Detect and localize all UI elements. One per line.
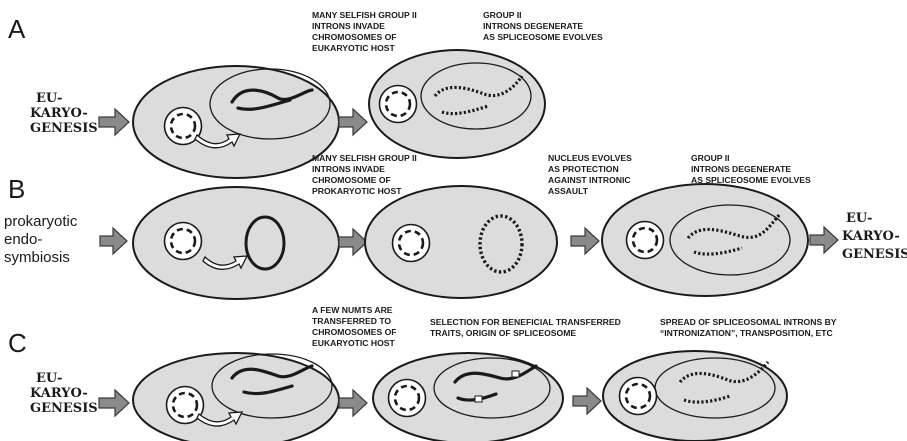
- mitochondrion: [620, 378, 657, 415]
- caption-b3: GROUP II INTRONS DEGENERATE AS SPLICEOSO…: [691, 153, 811, 185]
- panel-c: C EU- KARYO- GENESIS: [8, 305, 839, 441]
- caption-c2: SELECTION FOR BENEFICIAL TRANSFERRED TRA…: [430, 317, 623, 338]
- mitochondrion: [380, 86, 417, 123]
- flow-arrow: [810, 227, 838, 253]
- mitochondrion: [393, 225, 430, 262]
- flow-arrow: [99, 109, 129, 135]
- mitochondrion: [627, 222, 664, 259]
- panel-b-right-label: EU- KARYO- GENESIS: [842, 211, 907, 262]
- caption-b2: NUCLEUS EVOLVES AS PROTECTION AGAINST IN…: [548, 153, 634, 196]
- cell-a1: [133, 66, 339, 178]
- panel-a-left-label: EU- KARYO- GENESIS: [30, 91, 98, 136]
- mitochondrion: [389, 380, 426, 417]
- panel-a: A EU- KARYO- GENESIS MANY SELFISH GROUP …: [8, 10, 603, 178]
- cell-b3: [602, 184, 808, 296]
- panel-c-left-label: EU- KARYO- GENESIS: [30, 371, 98, 416]
- cell-b1: [133, 187, 339, 299]
- flow-arrow: [99, 390, 129, 416]
- caption-c1: A FEW NUMTS ARE TRANSFERRED TO CHROMOSOM…: [312, 305, 399, 348]
- panel-b-left-label: prokaryotic endo- symbiosis: [4, 213, 82, 266]
- caption-b1: MANY SELFISH GROUP II INTRONS INVADE CHR…: [312, 153, 419, 196]
- transferred-segment: [512, 371, 519, 377]
- cell-c2: [373, 353, 563, 441]
- flow-arrow: [339, 229, 367, 255]
- cell-b2: [365, 186, 557, 298]
- flow-arrow: [100, 228, 127, 254]
- panel-a-letter: A: [8, 14, 26, 44]
- panel-c-letter: C: [8, 328, 27, 358]
- mitochondrion: [165, 223, 202, 260]
- flow-arrow: [573, 388, 601, 414]
- panel-b: B prokaryotic endo- symbiosis: [4, 153, 907, 299]
- caption-a1: MANY SELFISH GROUP II INTRONS INVADE CHR…: [312, 10, 419, 53]
- caption-c3: SPREAD OF SPLICEOSOMAL INTRONS BY “INTRO…: [660, 317, 839, 338]
- flow-arrow: [571, 228, 599, 254]
- cell-c3: [603, 351, 787, 441]
- cell-a2: [369, 50, 545, 158]
- cell-c1: [133, 353, 339, 441]
- flow-arrow: [339, 109, 367, 135]
- panel-b-letter: B: [8, 174, 25, 204]
- caption-a2: GROUP II INTRONS DEGENERATE AS SPLICEOSO…: [483, 10, 603, 42]
- flow-arrow: [339, 390, 367, 416]
- transferred-segment: [475, 396, 482, 402]
